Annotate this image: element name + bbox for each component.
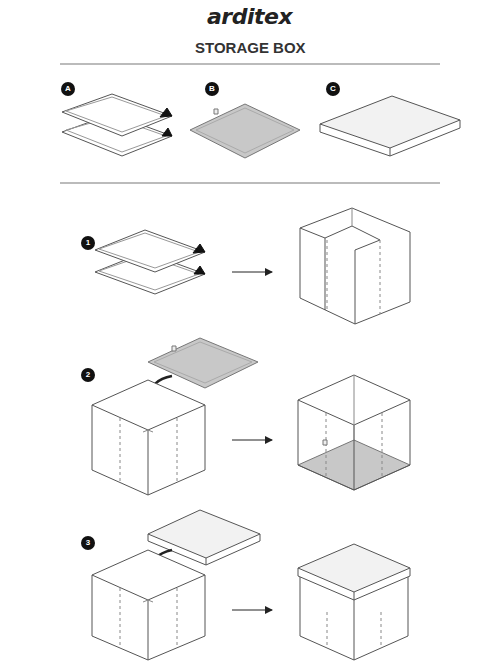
callout-letter: B <box>205 82 219 96</box>
brand-logo: arditex <box>207 4 292 29</box>
callout-number: 2 <box>81 368 95 382</box>
callout-letter: C <box>326 82 340 96</box>
callout-number: 1 <box>81 236 95 250</box>
callout-number: 3 <box>81 536 95 550</box>
callout-letter: A <box>61 82 75 96</box>
heading: STORAGE BOX <box>195 39 306 56</box>
